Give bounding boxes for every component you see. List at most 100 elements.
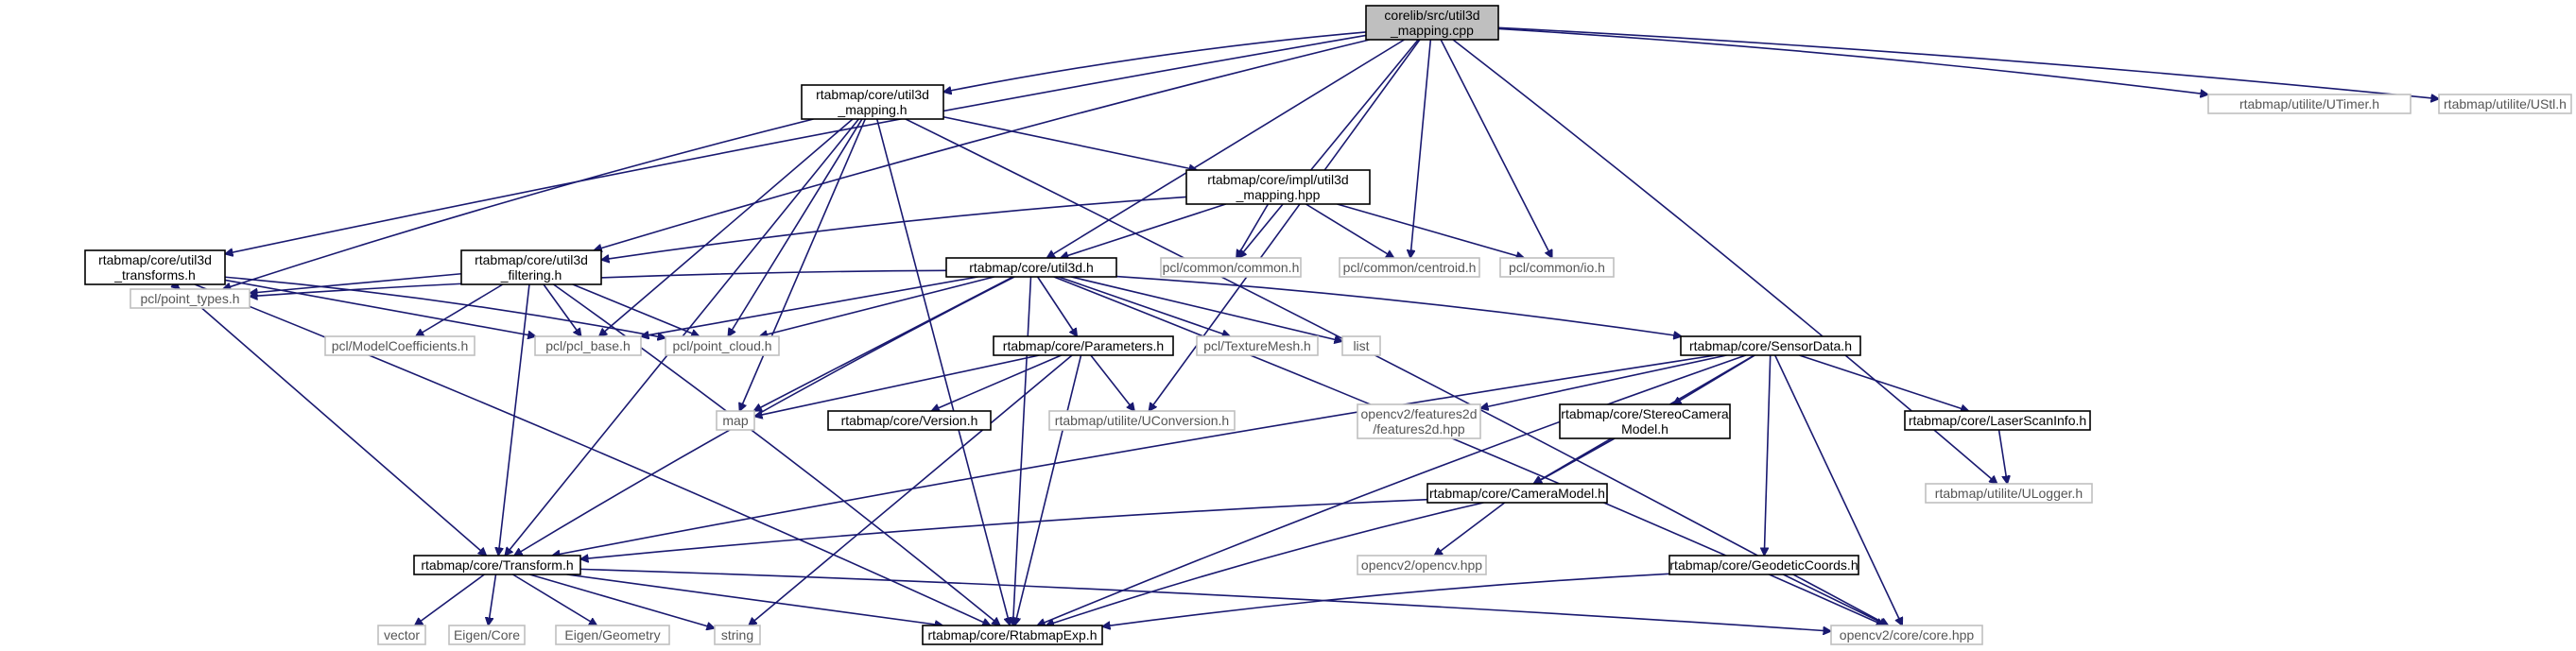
edge-filtering_h-to-pcl_base <box>543 283 581 336</box>
node-rtabmapexp_h[interactable]: rtabmap/core/RtabmapExp.h <box>922 625 1103 645</box>
node-opencv_hpp[interactable]: opencv2/opencv.hpp <box>1357 555 1487 575</box>
node-box-string[interactable] <box>714 625 761 645</box>
node-box-parameters_h[interactable] <box>993 335 1174 356</box>
node-map[interactable]: map <box>716 410 755 431</box>
node-box-mapping_hpp[interactable] <box>1185 169 1371 205</box>
node-pcl_centroid[interactable]: pcl/common/centroid.h <box>1339 257 1480 278</box>
node-pcl_io[interactable]: pcl/common/io.h <box>1499 257 1615 278</box>
node-box-laserscan_h[interactable] <box>1904 410 2091 431</box>
node-root[interactable]: corelib/src/util3d_mapping.cpp <box>1365 5 1499 41</box>
node-utimer[interactable]: rtabmap/utilite/UTimer.h <box>2207 94 2412 114</box>
node-box-pcl_io[interactable] <box>1499 257 1615 278</box>
node-box-pcl_point_cloud[interactable] <box>665 335 780 356</box>
node-box-sensordata_h[interactable] <box>1680 335 1861 356</box>
edge-geodetic_h-to-rtabmapexp_h <box>1102 573 1670 626</box>
node-version_h[interactable]: rtabmap/core/Version.h <box>827 410 992 431</box>
edges-layer <box>174 26 2439 631</box>
node-box-pcl_point_types[interactable] <box>130 288 251 309</box>
node-box-map[interactable] <box>716 410 755 431</box>
node-uconversion[interactable]: rtabmap/utilite/UConversion.h <box>1048 410 1236 431</box>
node-geodetic_h[interactable]: rtabmap/core/GeodeticCoords.h <box>1668 555 1859 575</box>
node-pcl_modelcoef[interactable]: pcl/ModelCoefficients.h <box>324 335 475 356</box>
node-features2d[interactable]: opencv2/features2d/features2d.hpp <box>1357 403 1481 439</box>
node-box-stereocam_h[interactable] <box>1559 403 1731 439</box>
node-box-rtabmapexp_h[interactable] <box>922 625 1103 645</box>
node-box-vector[interactable] <box>377 625 426 645</box>
node-box-pcl_modelcoef[interactable] <box>324 335 475 356</box>
node-box-filtering_h[interactable] <box>460 249 602 285</box>
node-parameters_h[interactable]: rtabmap/core/Parameters.h <box>993 335 1174 356</box>
node-label-opencv_hpp-0: opencv2/opencv.hpp <box>1361 557 1482 573</box>
node-box-features2d[interactable] <box>1357 403 1481 439</box>
node-transforms_h[interactable]: rtabmap/core/util3d_transforms.h <box>84 249 226 285</box>
node-box-utimer[interactable] <box>2207 94 2412 114</box>
edge-sensordata_h-to-opencv_core <box>1773 354 1903 625</box>
node-box-list[interactable] <box>1341 335 1381 356</box>
node-pcl_base[interactable]: pcl/pcl_base.h <box>534 335 642 356</box>
node-box-pcl_common[interactable] <box>1160 257 1302 278</box>
edge-root-to-filtering_h <box>594 39 1370 250</box>
node-box-mapping_h[interactable] <box>801 84 944 120</box>
edge-root-to-ustl <box>1497 26 2439 98</box>
node-box-root[interactable] <box>1365 5 1499 41</box>
node-cameramodel_h[interactable]: rtabmap/core/CameraModel.h <box>1426 483 1608 504</box>
node-filtering_h[interactable]: rtabmap/core/util3d_filtering.h <box>460 249 602 285</box>
node-box-transforms_h[interactable] <box>84 249 226 285</box>
node-string[interactable]: string <box>714 625 761 645</box>
edge-transform_h-to-eigen_core <box>488 574 497 625</box>
node-box-pcl_centroid[interactable] <box>1339 257 1480 278</box>
node-laserscan_h[interactable]: rtabmap/core/LaserScanInfo.h <box>1904 410 2091 431</box>
node-eigen_core[interactable]: Eigen/Core <box>448 625 526 645</box>
node-label-ustl-0: rtabmap/utilite/UStl.h <box>2444 96 2567 111</box>
edge-mapping_h-to-pcl_point_cloud <box>728 118 863 336</box>
node-util3d_h[interactable]: rtabmap/core/util3d.h <box>945 257 1117 278</box>
node-label-map-0: map <box>722 413 748 428</box>
node-pcl_texturemesh[interactable]: pcl/TextureMesh.h <box>1196 335 1319 356</box>
node-box-ulogger[interactable] <box>1925 483 2093 504</box>
node-box-opencv_core[interactable] <box>1830 625 1983 645</box>
node-list[interactable]: list <box>1341 335 1381 356</box>
edge-parameters_h-to-map <box>754 354 1040 417</box>
node-box-eigen_core[interactable] <box>448 625 526 645</box>
node-mapping_h[interactable]: rtabmap/core/util3d_mapping.h <box>801 84 944 120</box>
node-opencv_core[interactable]: opencv2/core/core.hpp <box>1830 625 1983 645</box>
node-label-stereocam_h-0: rtabmap/core/StereoCamera <box>1561 406 1729 421</box>
node-label-geodetic_h-0: rtabmap/core/GeodeticCoords.h <box>1669 557 1858 573</box>
node-ustl[interactable]: rtabmap/utilite/UStl.h <box>2438 94 2572 114</box>
node-label-filtering_h-0: rtabmap/core/util3d <box>475 252 588 267</box>
node-pcl_common[interactable]: pcl/common/common.h <box>1160 257 1302 278</box>
edge-mapping_hpp-to-filtering_h <box>601 196 1187 260</box>
node-box-pcl_texturemesh[interactable] <box>1196 335 1319 356</box>
node-pcl_point_cloud[interactable]: pcl/point_cloud.h <box>665 335 780 356</box>
node-box-cameramodel_h[interactable] <box>1426 483 1608 504</box>
node-mapping_hpp[interactable]: rtabmap/core/impl/util3d_mapping.hpp <box>1185 169 1371 205</box>
node-sensordata_h[interactable]: rtabmap/core/SensorData.h <box>1680 335 1861 356</box>
node-box-geodetic_h[interactable] <box>1668 555 1859 575</box>
node-pcl_point_types[interactable]: pcl/point_types.h <box>130 288 251 309</box>
edge-filtering_h-to-pcl_modelcoef <box>416 283 504 336</box>
edge-mapping_h-to-pcl_base <box>599 118 854 336</box>
node-label-opencv_core-0: opencv2/core/core.hpp <box>1840 627 1975 642</box>
node-ulogger[interactable]: rtabmap/utilite/ULogger.h <box>1925 483 2093 504</box>
edge-util3d_h-to-sensordata_h <box>1115 275 1682 336</box>
node-box-version_h[interactable] <box>827 410 992 431</box>
node-transform_h[interactable]: rtabmap/core/Transform.h <box>413 555 581 575</box>
edge-transform_h-to-opencv_core <box>579 568 1831 631</box>
edge-root-to-uconversion <box>1149 39 1421 411</box>
node-box-eigen_geometry[interactable] <box>555 625 670 645</box>
node-eigen_geometry[interactable]: Eigen/Geometry <box>555 625 670 645</box>
node-box-uconversion[interactable] <box>1048 410 1236 431</box>
node-label-eigen_geometry-0: Eigen/Geometry <box>564 627 660 642</box>
node-box-pcl_base[interactable] <box>534 335 642 356</box>
edge-transform_h-to-rtabmapexp_h <box>566 574 943 625</box>
edge-transforms_h-to-pcl_base <box>224 279 536 336</box>
edge-parameters_h-to-rtabmapexp_h <box>1014 354 1082 625</box>
node-box-util3d_h[interactable] <box>945 257 1117 278</box>
edge-cameramodel_h-to-rtabmapexp_h <box>1046 502 1484 625</box>
node-vector[interactable]: vector <box>377 625 426 645</box>
node-box-opencv_hpp[interactable] <box>1357 555 1487 575</box>
node-box-ustl[interactable] <box>2438 94 2572 114</box>
node-box-transform_h[interactable] <box>413 555 581 575</box>
